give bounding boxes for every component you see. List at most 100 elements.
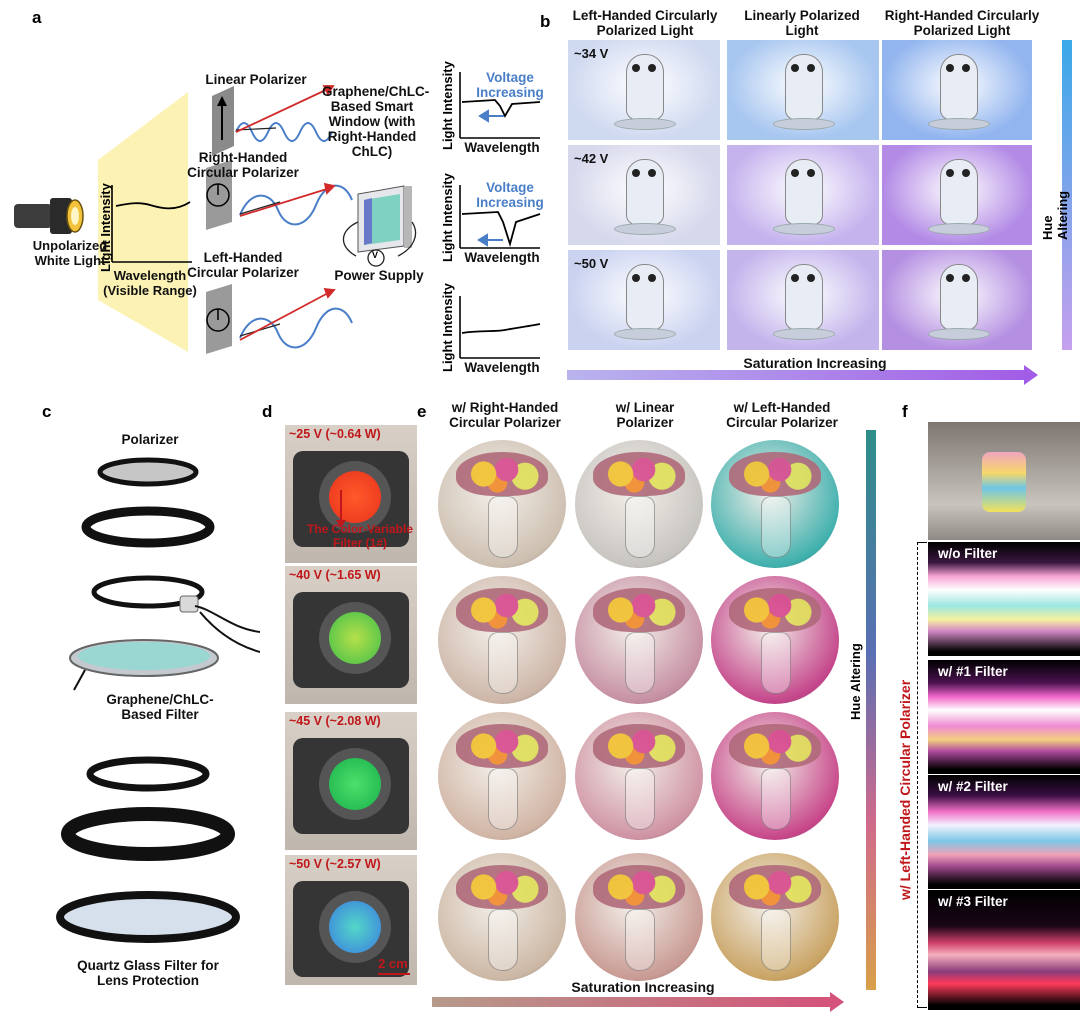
smart-window-device (342, 185, 417, 267)
flower-bouquet (456, 588, 548, 632)
panda-photo (727, 145, 879, 245)
camera-photo: ~25 V (~0.64 W) (285, 425, 417, 563)
flower-bubble-photo (711, 576, 839, 704)
flower-bubble-photo (711, 853, 839, 981)
ring-4 (86, 756, 210, 792)
panda-stand (773, 223, 835, 235)
flower-bubble-photo (438, 712, 566, 840)
flower-bouquet (729, 588, 821, 632)
input-spectrum-plot (111, 185, 192, 263)
panda-stand (614, 223, 676, 235)
right-polarizer-label: Right-Handed Circular Polarizer (187, 150, 299, 180)
spectrum-2-xlabel: Wavelength (464, 250, 540, 265)
slinky-toy (982, 452, 1026, 512)
panda-figure (626, 159, 664, 225)
e-saturation-bar (432, 997, 832, 1007)
glass-vase (488, 909, 518, 971)
flower-bubble-photo (575, 712, 703, 840)
light-beam (98, 92, 188, 352)
panda-figure (940, 159, 978, 225)
panel-label-f: f (902, 402, 908, 421)
glass-vase (761, 768, 791, 830)
camera-photo: ~45 V (~2.08 W) (285, 712, 417, 850)
camera-photo: ~50 V (~2.57 W) (285, 855, 417, 985)
d-scale-label: 2 cm (378, 956, 408, 971)
flower-bouquet (456, 865, 548, 909)
f-slinky-photo (928, 422, 1080, 540)
b-col-label-right: Right-Handed Circularly Polarized Light (884, 8, 1040, 38)
flower-bubble-photo (711, 712, 839, 840)
color-filter (329, 612, 381, 664)
d-filter-note: The Color-Variable Filter (1#) (306, 522, 414, 550)
power-supply-label: Power Supply (334, 268, 424, 283)
d-voltage-label: ~50 V (~2.57 W) (289, 857, 381, 871)
f-filter-label: w/ #2 Filter (938, 779, 1008, 794)
c-polarizer-label: Polarizer (121, 432, 179, 447)
panda-stand (614, 118, 676, 130)
glass-vase (761, 909, 791, 971)
glass-vase (488, 632, 518, 694)
flower-bouquet (729, 452, 821, 496)
d-voltage-label: ~25 V (~0.64 W) (289, 427, 381, 441)
panda-photo (727, 40, 879, 140)
spectrum-plot-1 (459, 72, 541, 139)
spectrum-3-xlabel: Wavelength (464, 360, 540, 375)
panel-c-exploded-view (56, 457, 260, 943)
flower-bouquet (593, 865, 685, 909)
color-filter (329, 758, 381, 810)
b-saturation-bar (567, 370, 1027, 380)
f-side-label: w/ Left-Handed Circular Polarizer (897, 679, 913, 900)
linear-polarizer-label: Linear Polarizer (205, 72, 307, 87)
panda-figure (940, 264, 978, 330)
glass-vase (488, 496, 518, 558)
b-voltage-label: ~50 V (574, 256, 609, 271)
flower-bubble-photo (575, 853, 703, 981)
panel-label-a: a (32, 8, 42, 27)
b-saturation-arrowhead (1024, 365, 1038, 385)
filter-wire (179, 595, 260, 653)
panel-label-e: e (417, 402, 427, 421)
flower-bubble-photo (575, 440, 703, 568)
glass-vase (625, 909, 655, 971)
panda-stand (614, 328, 676, 340)
c-quartz-label: Quartz Glass Filter for Lens Protection (77, 958, 219, 988)
panda-photo: ~50 V (568, 250, 720, 350)
spectrum-plot-2 (459, 185, 541, 249)
glass-vase (625, 632, 655, 694)
b-voltage-label: ~42 V (574, 151, 609, 166)
panda-stand (773, 118, 835, 130)
ring-5 (61, 807, 235, 861)
b-voltage-label: ~34 V (574, 46, 609, 61)
glass-vase (488, 768, 518, 830)
flower-bubble-photo (711, 440, 839, 568)
voltmeter-label: V (372, 250, 379, 260)
plot-xlabel: Wavelength (Visible Range) (103, 268, 197, 298)
panda-figure (785, 264, 823, 330)
filter-result-photo: w/ #1 Filter (928, 660, 1080, 774)
panda-stand (928, 223, 990, 235)
panda-stand (773, 328, 835, 340)
voltmeter-icon (367, 249, 385, 267)
ring-3 (91, 575, 205, 609)
flashlight-icon (14, 198, 84, 234)
right-circular-polarizer-plate (206, 160, 232, 230)
left-polarizer-label: Left-Handed Circular Polarizer (187, 250, 299, 280)
flower-bouquet (593, 724, 685, 768)
flower-bouquet (593, 452, 685, 496)
d-filter-arrow (340, 490, 342, 520)
panda-stand (928, 328, 990, 340)
voltage-arrows (477, 109, 504, 247)
e-col-label-right: w/ Right-Handed Circular Polarizer (449, 400, 561, 430)
flower-bubble-photo (438, 576, 566, 704)
left-circular-polarizer-plate (206, 284, 232, 354)
d-voltage-label: ~40 V (~1.65 W) (289, 568, 381, 582)
spectrum-1-ylabel: Light Intensity (440, 61, 455, 150)
b-saturation-label: Saturation Increasing (743, 355, 887, 371)
panda-stand (928, 118, 990, 130)
panda-figure (785, 159, 823, 225)
b-hue-label: Hue Altering (1040, 190, 1070, 240)
flower-bubble-photo (438, 853, 566, 981)
f-filter-label: w/o Filter (938, 546, 998, 561)
camera-photo: ~40 V (~1.65 W) (285, 566, 417, 704)
spectrum-2-ylabel: Light Intensity (440, 173, 455, 262)
